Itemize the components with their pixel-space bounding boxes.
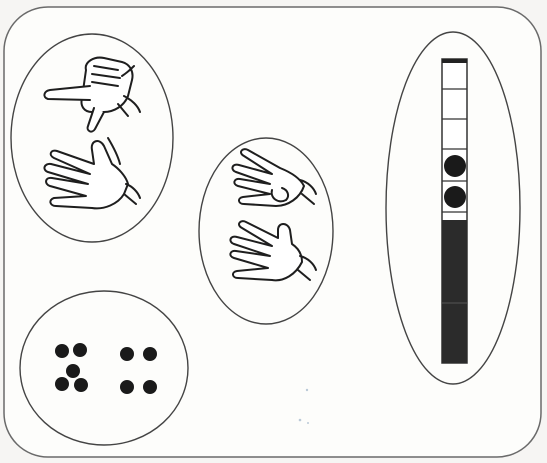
dot [74,378,88,392]
dot [55,344,69,358]
dot [55,377,69,391]
dot [66,364,80,378]
dot [143,380,157,394]
ten-frame-top-cap [442,59,467,63]
dot [120,380,134,394]
dot [143,347,157,361]
dot [120,347,134,361]
ten-frame-filled-cells [442,220,467,363]
ten-frame-column [442,59,467,363]
ten-frame-dot [444,155,466,177]
dot [73,343,87,357]
ten-frame-dot [444,186,466,208]
